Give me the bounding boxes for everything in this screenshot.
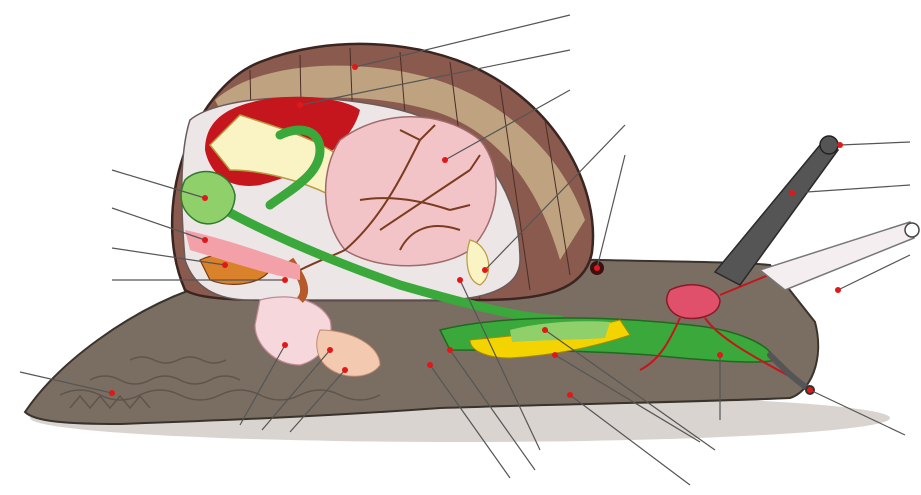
- label-dot-21: [542, 327, 548, 333]
- label-dot-8: [835, 287, 841, 293]
- label-dot-11: [202, 237, 208, 243]
- label-dot-16: [327, 347, 333, 353]
- label-dot-17: [342, 367, 348, 373]
- label-dot-18: [427, 362, 433, 368]
- leader-line-6: [840, 142, 910, 145]
- leader-line-1: [355, 15, 570, 67]
- label-dot-9: [807, 387, 813, 393]
- stomach: [181, 172, 235, 224]
- label-dot-12: [222, 262, 228, 268]
- label-dot-19: [447, 347, 453, 353]
- label-dot-4: [482, 267, 488, 273]
- label-dot-2: [297, 102, 303, 108]
- label-dot-13: [282, 277, 288, 283]
- label-dot-24: [457, 277, 463, 283]
- lower-tentacle-tip: [905, 223, 919, 237]
- lower-tentacle: [760, 222, 914, 290]
- label-dot-7: [789, 190, 795, 196]
- label-dot-23: [717, 352, 723, 358]
- label-dot-10: [202, 195, 208, 201]
- heart: [667, 285, 720, 319]
- leader-line-5: [597, 155, 625, 268]
- label-dot-1: [352, 64, 358, 70]
- label-dot-22: [552, 352, 558, 358]
- label-dot-15: [282, 342, 288, 348]
- label-dot-20: [567, 392, 573, 398]
- label-dot-3: [442, 157, 448, 163]
- eye: [820, 136, 838, 154]
- label-dot-5: [594, 265, 600, 271]
- label-dot-14: [109, 390, 115, 396]
- label-dot-6: [837, 142, 843, 148]
